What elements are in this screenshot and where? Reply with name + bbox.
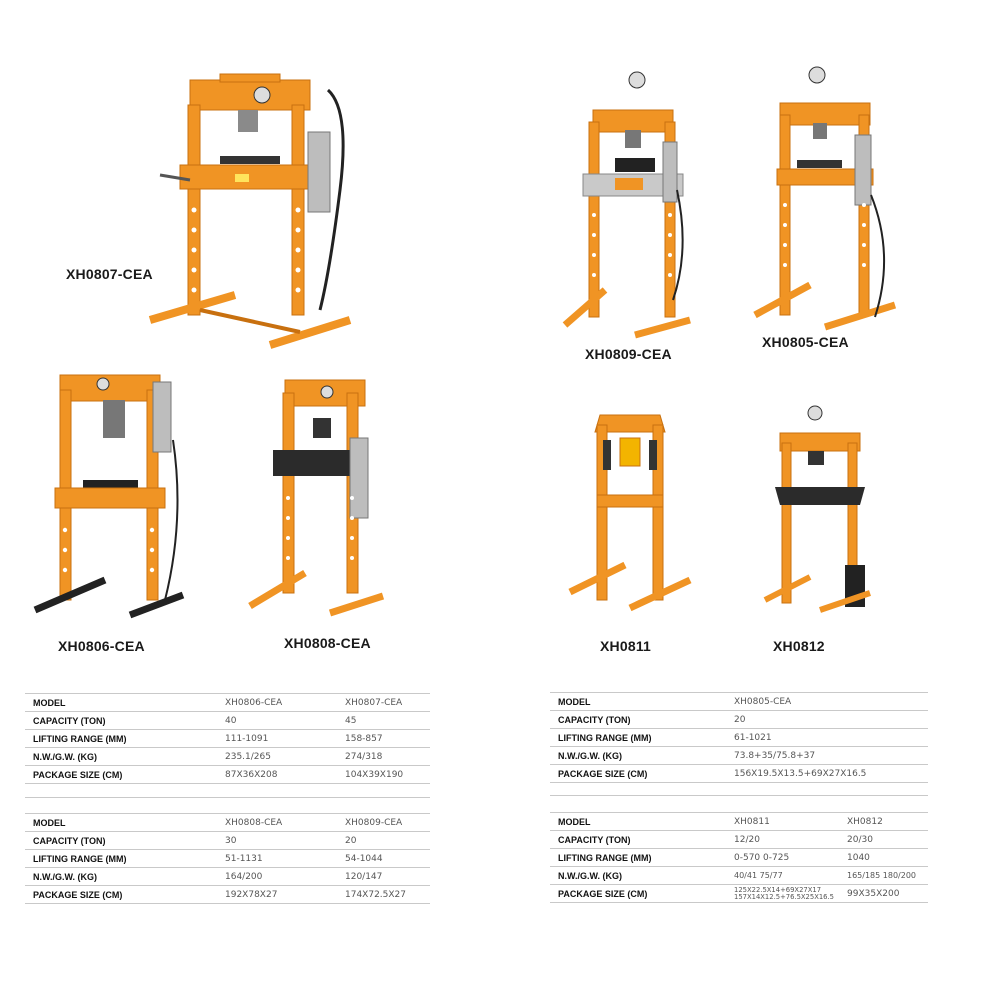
table-cell: N.W./G.W. (KG) xyxy=(550,866,726,885)
table-cell: CAPACITY (TON) xyxy=(25,831,217,850)
table-row: N.W./G.W. (KG) 40/41 75/77 165/185 180/2… xyxy=(550,866,928,885)
table-cell: LIFTING RANGE (MM) xyxy=(25,849,217,868)
table-cell: 20 xyxy=(337,831,430,850)
table-cell: 158-857 xyxy=(337,729,430,748)
product-label: XH0806-CEA xyxy=(58,638,145,654)
product-xh0811-image xyxy=(565,410,695,615)
table-cell: 192X78X27 xyxy=(217,885,337,904)
product-label: XH0805-CEA xyxy=(762,334,849,350)
table-row: LIFTING RANGE (MM) 0-570 0-725 1040 xyxy=(550,848,928,867)
table-cell: 164/200 xyxy=(217,867,337,886)
table-header-row: MODEL XH0811 XH0812 xyxy=(550,812,928,831)
table-cell: 1040 xyxy=(839,848,928,867)
product-xh0812-image xyxy=(760,405,880,615)
table-cell: LIFTING RANGE (MM) xyxy=(550,728,726,747)
table-row: LIFTING RANGE (MM) 61-1021 xyxy=(550,728,928,747)
product-xh0807-image xyxy=(148,70,360,350)
table-cell: CAPACITY (TON) xyxy=(550,710,726,729)
table-row: CAPACITY (TON) 30 20 xyxy=(25,831,430,850)
table-cell: LIFTING RANGE (MM) xyxy=(550,848,726,867)
table-cell: 73.8+35/75.8+37 xyxy=(726,746,928,765)
table-header-row: MODEL XH0808-CEA XH0809-CEA xyxy=(25,813,430,832)
table-row: PACKAGE SIZE (CM) 87X36X208 104X39X190 xyxy=(25,765,430,784)
table-cell: XH0809-CEA xyxy=(337,813,430,832)
table-row: CAPACITY (TON) 20 xyxy=(550,710,928,729)
table-cell: PACKAGE SIZE (CM) xyxy=(25,885,217,904)
table-row: LIFTING RANGE (MM) 111-1091 158-857 xyxy=(25,729,430,748)
table-cell: 54-1044 xyxy=(337,849,430,868)
table-cell: 40 xyxy=(217,711,337,730)
table-cell: 235.1/265 xyxy=(217,747,337,766)
table-cell: PACKAGE SIZE (CM) xyxy=(550,764,726,783)
table-row: CAPACITY (TON) 12/20 20/30 xyxy=(550,830,928,849)
table-cell: 156X19.5X13.5+69X27X16.5 xyxy=(726,764,928,783)
spec-table-xh0805: MODEL XH0805-CEA CAPACITY (TON) 20 LIFTI… xyxy=(550,692,928,783)
table-cell: N.W./G.W. (KG) xyxy=(550,746,726,765)
table-row: LIFTING RANGE (MM) 51-1131 54-1044 xyxy=(25,849,430,868)
table-cell: 87X36X208 xyxy=(217,765,337,784)
divider xyxy=(25,797,430,798)
table-cell: 30 xyxy=(217,831,337,850)
table-cell: 104X39X190 xyxy=(337,765,430,784)
table-cell: N.W./G.W. (KG) xyxy=(25,867,217,886)
table-cell: 99X35X200 xyxy=(839,884,928,903)
table-row: PACKAGE SIZE (CM) 192X78X27 174X72.5X27 xyxy=(25,885,430,904)
table-cell: 51-1131 xyxy=(217,849,337,868)
table-cell: 45 xyxy=(337,711,430,730)
product-label: XH0811 xyxy=(600,638,652,654)
table-cell: 0-570 0-725 xyxy=(726,848,839,867)
product-xh0808-image xyxy=(245,378,385,618)
product-label: XH0807-CEA xyxy=(66,266,153,282)
table-cell: PACKAGE SIZE (CM) xyxy=(25,765,217,784)
table-cell: XH0811 xyxy=(726,812,839,831)
table-row: N.W./G.W. (KG) 73.8+35/75.8+37 xyxy=(550,746,928,765)
table-cell: N.W./G.W. (KG) xyxy=(25,747,217,766)
product-label: XH0809-CEA xyxy=(585,346,672,362)
table-cell: 165/185 180/200 xyxy=(839,866,928,885)
table-row: PACKAGE SIZE (CM) 125X22.5X14+69X27X17 1… xyxy=(550,884,928,903)
table-row: PACKAGE SIZE (CM) 156X19.5X13.5+69X27X16… xyxy=(550,764,928,783)
table-cell: LIFTING RANGE (MM) xyxy=(25,729,217,748)
spec-table-xh0806-xh0807: MODEL XH0806-CEA XH0807-CEA CAPACITY (TO… xyxy=(25,693,430,784)
table-cell: 61-1021 xyxy=(726,728,928,747)
table-row: N.W./G.W. (KG) 235.1/265 274/318 xyxy=(25,747,430,766)
table-cell: CAPACITY (TON) xyxy=(25,711,217,730)
spec-table-xh0808-xh0809: MODEL XH0808-CEA XH0809-CEA CAPACITY (TO… xyxy=(25,813,430,904)
table-cell: XH0807-CEA xyxy=(337,693,430,712)
product-xh0805-image xyxy=(753,65,900,335)
table-cell: MODEL xyxy=(25,813,217,832)
table-cell: 174X72.5X27 xyxy=(337,885,430,904)
table-cell: 40/41 75/77 xyxy=(726,866,839,885)
table-row: CAPACITY (TON) 40 45 xyxy=(25,711,430,730)
product-label: XH0808-CEA xyxy=(284,635,371,651)
table-cell: 12/20 xyxy=(726,830,839,849)
product-xh0806-image xyxy=(33,370,185,625)
table-header-row: MODEL XH0806-CEA XH0807-CEA xyxy=(25,693,430,712)
table-cell: MODEL xyxy=(550,692,726,711)
spec-table-xh0811-xh0812: MODEL XH0811 XH0812 CAPACITY (TON) 12/20… xyxy=(550,812,928,903)
table-cell: XH0806-CEA xyxy=(217,693,337,712)
table-row: N.W./G.W. (KG) 164/200 120/147 xyxy=(25,867,430,886)
table-cell: 274/318 xyxy=(337,747,430,766)
table-cell: PACKAGE SIZE (CM) xyxy=(550,884,726,903)
divider xyxy=(550,795,928,796)
product-xh0809-image xyxy=(562,70,695,340)
table-cell: 125X22.5X14+69X27X17 157X14X12.5+76.5X25… xyxy=(726,884,839,903)
product-label: XH0812 xyxy=(773,638,825,654)
table-cell: MODEL xyxy=(25,693,217,712)
table-cell: 20/30 xyxy=(839,830,928,849)
table-cell: XH0812 xyxy=(839,812,928,831)
table-cell: 20 xyxy=(726,710,928,729)
table-cell: 120/147 xyxy=(337,867,430,886)
table-cell: XH0808-CEA xyxy=(217,813,337,832)
table-cell: 111-1091 xyxy=(217,729,337,748)
table-cell: XH0805-CEA xyxy=(726,692,928,711)
table-cell: MODEL xyxy=(550,812,726,831)
table-header-row: MODEL XH0805-CEA xyxy=(550,692,928,711)
table-cell: CAPACITY (TON) xyxy=(550,830,726,849)
